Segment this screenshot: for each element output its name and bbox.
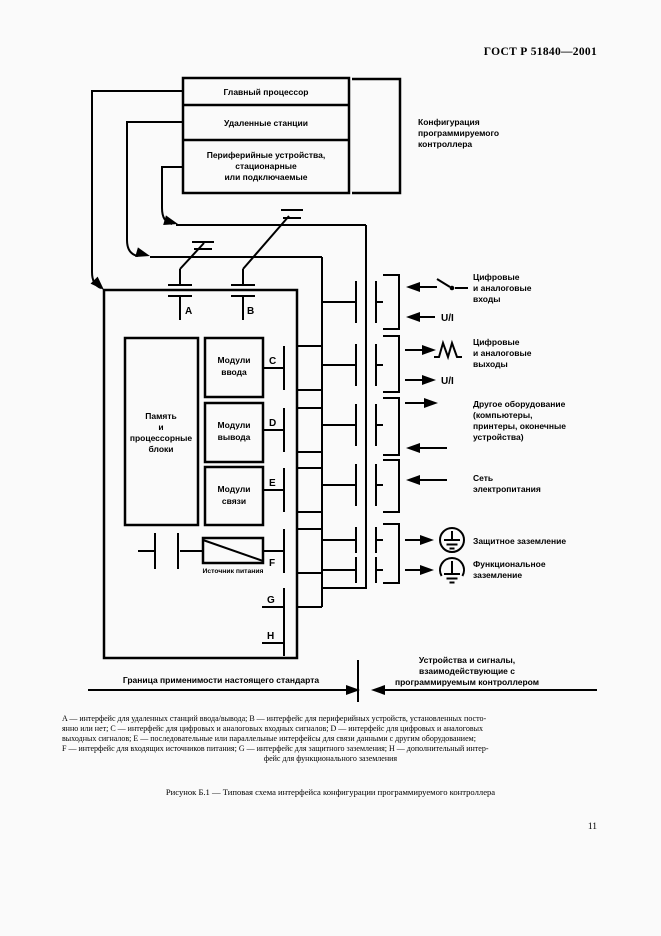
peripherals-label-1: Периферийные устройства,: [207, 150, 326, 160]
outputs-label-2: и аналоговые: [473, 348, 532, 358]
comm-modules-box: [203, 465, 265, 527]
arrow-right-icon: [346, 685, 360, 695]
detachable-link-b-icon: [242, 209, 303, 285]
boundary-right-label-2: взаимодействующие с: [419, 666, 515, 676]
boundary-right-label-1: Устройства и сигналы,: [419, 655, 515, 665]
memory-label-1: Память: [145, 411, 176, 421]
port-g-label: G: [267, 595, 275, 606]
bracket-net: [383, 459, 400, 513]
arrow-right-icon: [422, 375, 436, 385]
power-supply-box: Источник питания: [138, 533, 265, 575]
controller-box: A B Память и процессорные блоки Модули в…: [102, 284, 299, 660]
boundary-left-label: Граница применимости настоящего стандарт…: [123, 675, 320, 685]
outputs-label-3: выходы: [473, 359, 508, 369]
memory-label-4: блоки: [149, 444, 174, 454]
port-h-label: H: [267, 631, 274, 642]
boundary-section: Граница применимости настоящего стандарт…: [88, 655, 597, 702]
functional-earth-icon: [439, 557, 465, 584]
arrow-left-icon: [406, 475, 420, 485]
arrow-right-icon: [424, 398, 438, 408]
output-modules-box: [203, 401, 265, 464]
arrow-left-icon: [406, 443, 420, 453]
memory-label-3: процессорные: [130, 433, 193, 443]
port-b-label: B: [247, 306, 254, 317]
inputs-label-3: входы: [473, 294, 500, 304]
config-label-1: Конфигурация: [418, 117, 480, 127]
remote-stations-label: Удаленные станции: [224, 118, 308, 128]
functional-earth-label-2: заземление: [473, 570, 522, 580]
figure-legend: A — интерфейс для удаленных станций ввод…: [62, 714, 599, 764]
interface-connectors: [322, 274, 400, 584]
mains-label-1: Сеть: [473, 473, 493, 483]
output-modules-label-1: Модули: [218, 420, 251, 430]
connector-housings: [297, 345, 322, 608]
detachable-link-a-icon: [179, 241, 214, 285]
legend-line: F — интерфейс для входящих источников пи…: [62, 744, 489, 753]
config-boxes: Главный процессор Удаленные станции Пери…: [181, 76, 499, 195]
memory-box: [123, 336, 200, 527]
peripherals-label-3: или подключаемые: [224, 172, 307, 182]
memory-label-2: и: [158, 422, 163, 432]
arrow-right-icon: [422, 345, 436, 355]
ui-in-label: U/I: [441, 313, 454, 324]
protective-earth-icon: [439, 527, 465, 553]
edge-connectors: C D E F G H: [262, 346, 285, 656]
other-equipment-label-2: (компьютеры,: [473, 410, 532, 420]
switch-contact-icon: [436, 278, 468, 291]
arrow-left-icon: [406, 312, 420, 322]
bracket-inputs: [383, 274, 400, 330]
legend-line: фейс для функционального заземления: [263, 754, 398, 763]
arrow-right-icon: [420, 565, 434, 575]
arrow-right-icon: [420, 535, 434, 545]
port-a-label: A: [185, 306, 192, 317]
page-number: 11: [587, 822, 597, 832]
input-modules-label-1: Модули: [218, 355, 251, 365]
figure-diagram: Главный процессор Удаленные станции Пери…: [88, 76, 597, 702]
bracket-earth: [383, 523, 400, 584]
external-signals: Цифровые и аналоговые входы U/I Цифровые…: [405, 272, 566, 584]
mains-label-2: электропитания: [473, 484, 541, 494]
main-processor-label: Главный процессор: [224, 87, 309, 97]
config-bracket: [352, 77, 402, 195]
bracket-outputs: [383, 335, 400, 393]
port-d-label: D: [269, 418, 276, 429]
input-modules-label-2: ввода: [221, 367, 247, 377]
inputs-label-1: Цифровые: [473, 272, 520, 282]
arrowhead: [90, 276, 104, 290]
other-equipment-label-1: Другое оборудование: [473, 399, 566, 409]
legend-line: янно или нет; C — интерфейс для цифровых…: [62, 724, 483, 733]
functional-earth-label-1: Функциональное: [473, 559, 546, 569]
config-wires: [90, 90, 367, 607]
bracket-other: [383, 397, 400, 456]
comm-modules-label-1: Модули: [218, 484, 251, 494]
other-equipment-label-4: устройства): [473, 432, 524, 442]
peripherals-label-2: стационарные: [235, 161, 297, 171]
port-f-label: F: [269, 558, 275, 569]
inputs-label-2: и аналоговые: [473, 283, 532, 293]
outputs-label-1: Цифровые: [473, 337, 520, 347]
boundary-right-label-3: программируемым контроллером: [395, 677, 539, 687]
power-supply-label: Источник питания: [202, 568, 263, 575]
arrow-left-icon: [406, 282, 420, 292]
ui-out-label: U/I: [441, 376, 454, 387]
port-c-label: C: [269, 356, 276, 367]
port-e-label: E: [269, 478, 276, 489]
pulse-waveform-icon: [434, 339, 462, 361]
other-equipment-label-3: принтеры, оконечные: [473, 421, 566, 431]
arrow-left-icon: [371, 685, 385, 695]
comm-modules-label-2: связи: [222, 496, 246, 506]
arrowhead: [163, 215, 178, 225]
legend-line: A — интерфейс для удаленных станций ввод…: [62, 714, 487, 723]
legend-line: выходных сигналов; E — последовательные …: [62, 734, 476, 743]
config-label-3: контроллера: [418, 139, 472, 149]
figure-caption: Рисунок Б.1 — Типовая схема интерфейса к…: [165, 787, 496, 797]
arrowhead: [135, 247, 150, 257]
page-header: ГОСТ Р 51840—2001: [483, 46, 597, 58]
protective-earth-label: Защитное заземление: [473, 536, 566, 546]
config-label-2: программируемого: [418, 128, 499, 138]
output-modules-label-2: вывода: [218, 432, 251, 442]
